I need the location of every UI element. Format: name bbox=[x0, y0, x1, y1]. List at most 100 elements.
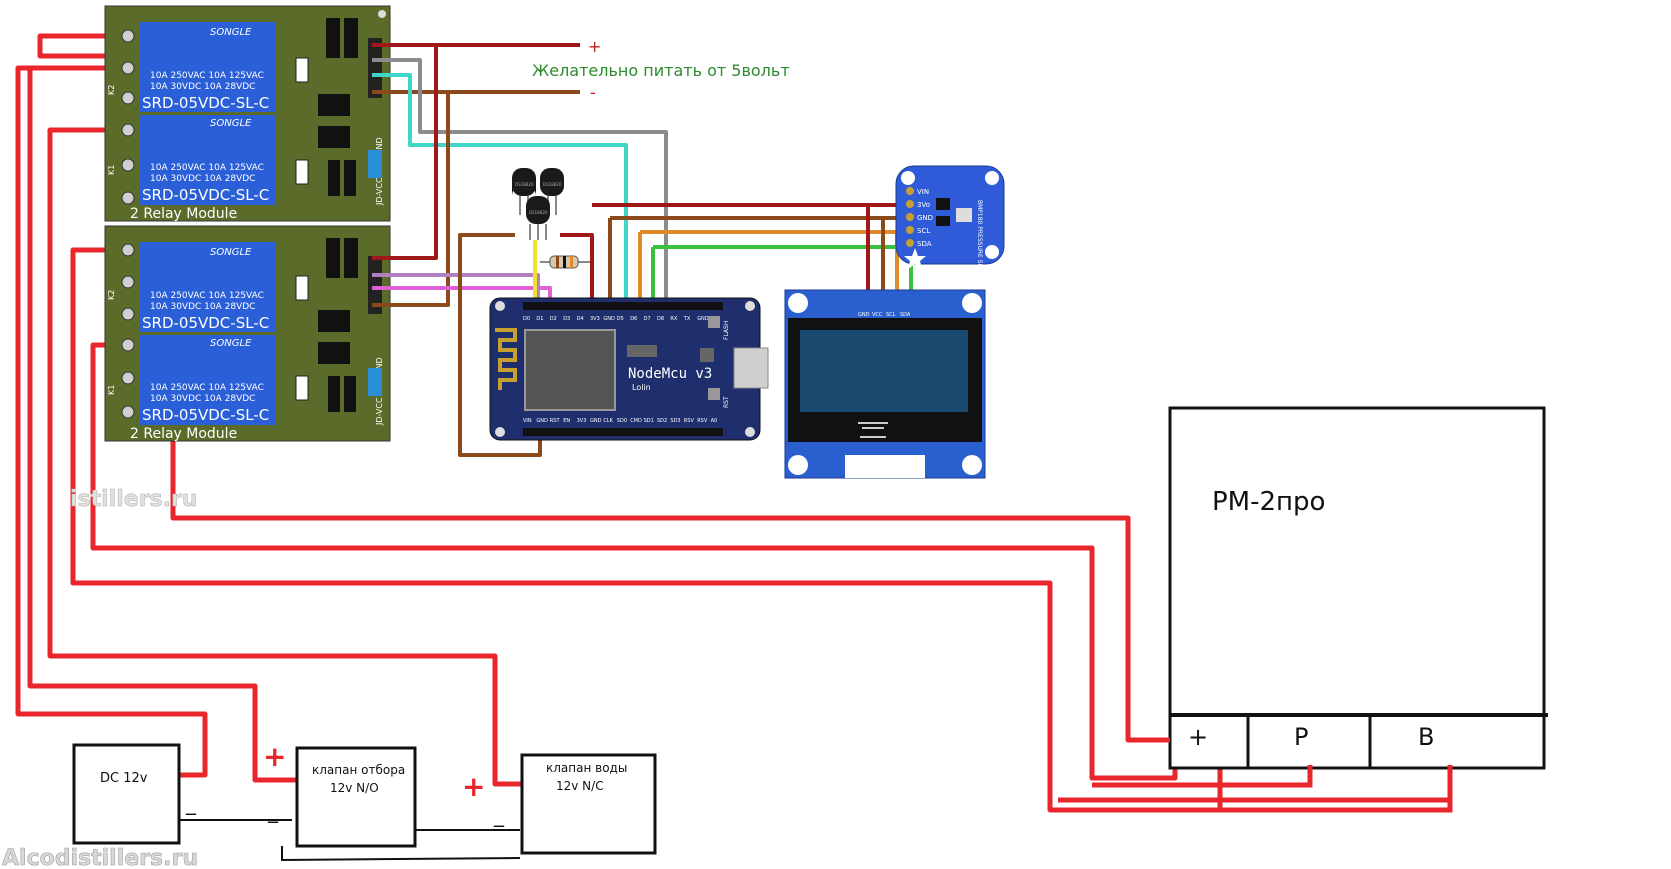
bmp180-pin-pad-0 bbox=[906, 187, 914, 195]
relay-3-brand: SONGLE bbox=[210, 247, 252, 258]
nodemcu-name: NodeMcu v3 bbox=[628, 366, 712, 382]
oled-pin-0: GND bbox=[858, 312, 870, 318]
nodemcu-maker: Lolin bbox=[632, 383, 651, 392]
bmp180-pin-0: VIN bbox=[917, 188, 929, 196]
valve-take-plus: + bbox=[263, 740, 286, 773]
relay-3-rating2: 10A 30VDC 10A 28VDC bbox=[150, 302, 255, 312]
relay-module-1-label: 2 Relay Module bbox=[130, 206, 237, 222]
relay-2-rating2: 10A 30VDC 10A 28VDC bbox=[150, 174, 255, 184]
nodemcu-top-pin-5: 3V3 bbox=[590, 316, 600, 322]
ds18b20-sensor-1: DS18B20 bbox=[512, 168, 536, 215]
relay-2-brand: SONGLE bbox=[210, 118, 252, 129]
bmp180-pin-4: SDA bbox=[917, 240, 932, 248]
nodemcu-bottom-pin-8: CMD bbox=[630, 418, 642, 424]
oled-pin-1: VCC bbox=[872, 312, 883, 318]
regulator-rm2pro: РМ-2про + P B bbox=[1168, 406, 1548, 770]
nodemcu-bottom-pin-5: GND bbox=[590, 418, 602, 424]
relay-4-rating1: 10A 250VAC 10A 125VAC bbox=[150, 383, 264, 393]
bmp180-pin-3: SCL bbox=[917, 227, 930, 235]
power-minus-label: - bbox=[590, 83, 596, 102]
wire-violet bbox=[372, 273, 540, 305]
nodemcu-flash-label: FLASH bbox=[723, 321, 730, 340]
relay-3-model: SRD-05VDC-SL-C bbox=[142, 314, 269, 332]
esp-chip bbox=[524, 329, 616, 411]
valve-take-off: клапан отбора 12v N/O + _ bbox=[263, 740, 417, 848]
ds18b20-label-2: DS18B20 bbox=[543, 182, 562, 187]
valve-water-line2: 12v N/C bbox=[556, 779, 604, 793]
nodemcu-top-pin-13: GND bbox=[697, 316, 709, 322]
valve-take-line2: 12v N/O bbox=[330, 781, 379, 795]
usb-connector-icon bbox=[733, 347, 769, 389]
relay-1-model: SRD-05VDC-SL-C bbox=[142, 94, 269, 112]
relay-1-rating1: 10A 250VAC 10A 125VAC bbox=[150, 71, 264, 81]
relay-2-rating1: 10A 250VAC 10A 125VAC bbox=[150, 163, 264, 173]
nodemcu-top-pin-8: D6 bbox=[630, 316, 637, 322]
valve-water: клапан воды 12v N/C + _ bbox=[462, 753, 657, 855]
relay-3-rating1: 10A 250VAC 10A 125VAC bbox=[150, 291, 264, 301]
regulator-terminal-b: B bbox=[1418, 723, 1434, 751]
regulator-terminal-p: P bbox=[1294, 723, 1308, 751]
nodemcu-top-pin-3: D3 bbox=[563, 316, 570, 322]
nodemcu-bottom-pin-13: RSV bbox=[697, 418, 708, 424]
nodemcu-bottom-pin-1: GND bbox=[536, 418, 548, 424]
nodemcu-bottom-pin-2: RST bbox=[550, 418, 561, 424]
nodemcu-rst-label: RST bbox=[723, 396, 730, 408]
nodemcu-bottom-pin-3: EN bbox=[563, 418, 570, 424]
nodemcu-top-pin-6: GND bbox=[603, 316, 615, 322]
relay-module-1-k2: K2 bbox=[107, 85, 116, 95]
wire-red-1 bbox=[37, 33, 120, 59]
relay-module-1-k1: K1 bbox=[107, 165, 116, 175]
relay-3 bbox=[140, 242, 275, 332]
dc-supply-minus: _ bbox=[185, 791, 197, 815]
nodemcu-bottom-pin-12: RSV bbox=[684, 418, 695, 424]
ds18b20-label-1: DS18B20 bbox=[515, 182, 534, 187]
star-logo-icon bbox=[904, 248, 926, 269]
relay-module-2-k2: K2 bbox=[107, 290, 116, 300]
oled-pin-3: SDA bbox=[900, 312, 911, 318]
dc-supply: DC 12v _ bbox=[72, 743, 197, 845]
regulator-title: РМ-2про bbox=[1212, 487, 1325, 517]
temperature-sensors: DS18B20 DS18B20 DS18B20 bbox=[512, 168, 590, 269]
relay-module-2: SONGLE 10A 250VAC 10A 125VAC 10A 30VDC 1… bbox=[104, 225, 391, 442]
relay-2-model: SRD-05VDC-SL-C bbox=[142, 186, 269, 204]
wire-brown-vert bbox=[372, 92, 450, 307]
relay-4 bbox=[140, 335, 275, 425]
wire-red-7 bbox=[90, 342, 1178, 781]
bmp180-pin-pad-3 bbox=[906, 226, 914, 234]
regulator-terminal-plus: + bbox=[1188, 723, 1208, 751]
oled-pin-2: SCL bbox=[886, 312, 896, 318]
power-note: Желательно питать от 5вольт bbox=[532, 61, 790, 80]
wire-darkred-vert bbox=[372, 45, 438, 260]
valve-take-line1: клапан отбора bbox=[312, 763, 405, 777]
nodemcu-top-pin-1: D1 bbox=[536, 316, 543, 322]
nodemcu-bottom-pin-7: SD0 bbox=[617, 418, 627, 424]
nodemcu-top-pin-2: D2 bbox=[550, 316, 557, 322]
nodemcu-bottom-pin-0: VIN bbox=[523, 418, 532, 424]
relay-1-brand: SONGLE bbox=[210, 27, 252, 38]
nodemcu-top-pin-7: D5 bbox=[617, 316, 624, 322]
relay-2 bbox=[140, 115, 275, 205]
wire-bmp-brown bbox=[608, 216, 910, 305]
bmp180-pin-pad-4 bbox=[906, 239, 914, 247]
bmp180-pin-2: GND bbox=[917, 214, 933, 222]
bmp180-pin-pad-1 bbox=[906, 200, 914, 208]
relay-4-brand: SONGLE bbox=[210, 338, 252, 349]
nodemcu-top-pin-4: D4 bbox=[577, 316, 584, 322]
valve-water-plus: + bbox=[462, 770, 485, 803]
bmp180-pin-1: 3Vo bbox=[917, 201, 930, 209]
bmp180-title: BMP180 PRESSURE SENSOR bbox=[976, 200, 983, 285]
nodemcu-bottom-pin-6: CLK bbox=[603, 418, 613, 424]
red-wires bbox=[15, 33, 1453, 813]
ground-wires bbox=[178, 819, 521, 862]
relay-4-rating2: 10A 30VDC 10A 28VDC bbox=[150, 394, 255, 404]
resistor bbox=[540, 255, 590, 269]
wire-gray bbox=[372, 58, 668, 300]
signal-wires bbox=[372, 43, 913, 457]
nodemcu-bottom-pin-14: A0 bbox=[711, 418, 718, 424]
bmp180-pin-pad-2 bbox=[906, 213, 914, 221]
power-plus-label: + bbox=[588, 37, 601, 56]
ds18b20-label-3: DS18B20 bbox=[529, 210, 548, 215]
